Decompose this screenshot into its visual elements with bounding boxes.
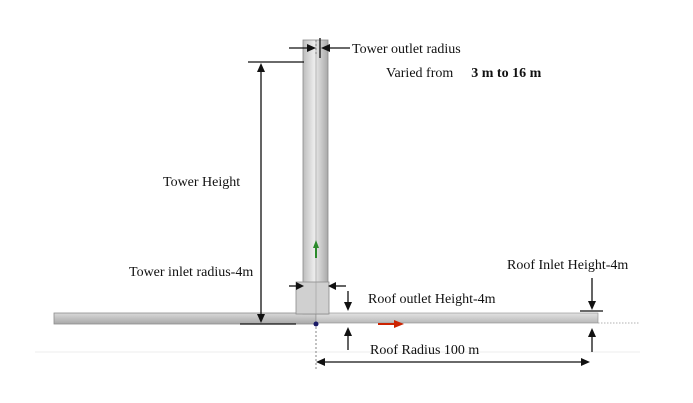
tower-inlet-radius-label: Tower inlet radius-4m <box>129 265 253 280</box>
varied-from-prefix: Varied from <box>386 66 453 81</box>
roof-radius-label: Roof Radius 100 m <box>370 343 479 358</box>
height-arrow-bottom <box>257 314 265 323</box>
radius-arrow-right <box>581 358 590 366</box>
inlet-arrow-left-head <box>296 282 304 290</box>
roof-outlet-arrow-up-head <box>344 327 352 336</box>
outlet-arrow-right-head <box>321 44 330 52</box>
origin-dot <box>313 321 319 327</box>
x-axis-marker <box>378 320 404 328</box>
inlet-arrow-right-head <box>328 282 336 290</box>
roof-outlet-arrow-down-head <box>344 302 352 311</box>
tower-body <box>302 39 329 315</box>
radius-arrow-left <box>316 358 325 366</box>
outlet-arrow-left-head <box>307 44 316 52</box>
ground-slab <box>53 312 317 325</box>
height-arrow-top <box>257 63 265 72</box>
roof-inlet-arrow-down-head <box>588 301 596 310</box>
roof-inlet-height-label: Roof Inlet Height-4m <box>507 258 628 273</box>
roof-slab <box>315 312 599 324</box>
tower-base-block <box>295 281 330 315</box>
varied-from-range: 3 m to 16 m <box>471 66 541 81</box>
y-axis-marker <box>313 240 319 258</box>
roof-outlet-height-label: Roof outlet Height-4m <box>368 292 496 307</box>
tower-outlet-radius-label: Tower outlet radius <box>352 42 461 57</box>
tower-height-label: Tower Height <box>163 175 240 190</box>
roof-inlet-arrow-up-head <box>588 328 596 337</box>
varied-from-label: Varied from 3 m to 16 m <box>386 64 542 81</box>
